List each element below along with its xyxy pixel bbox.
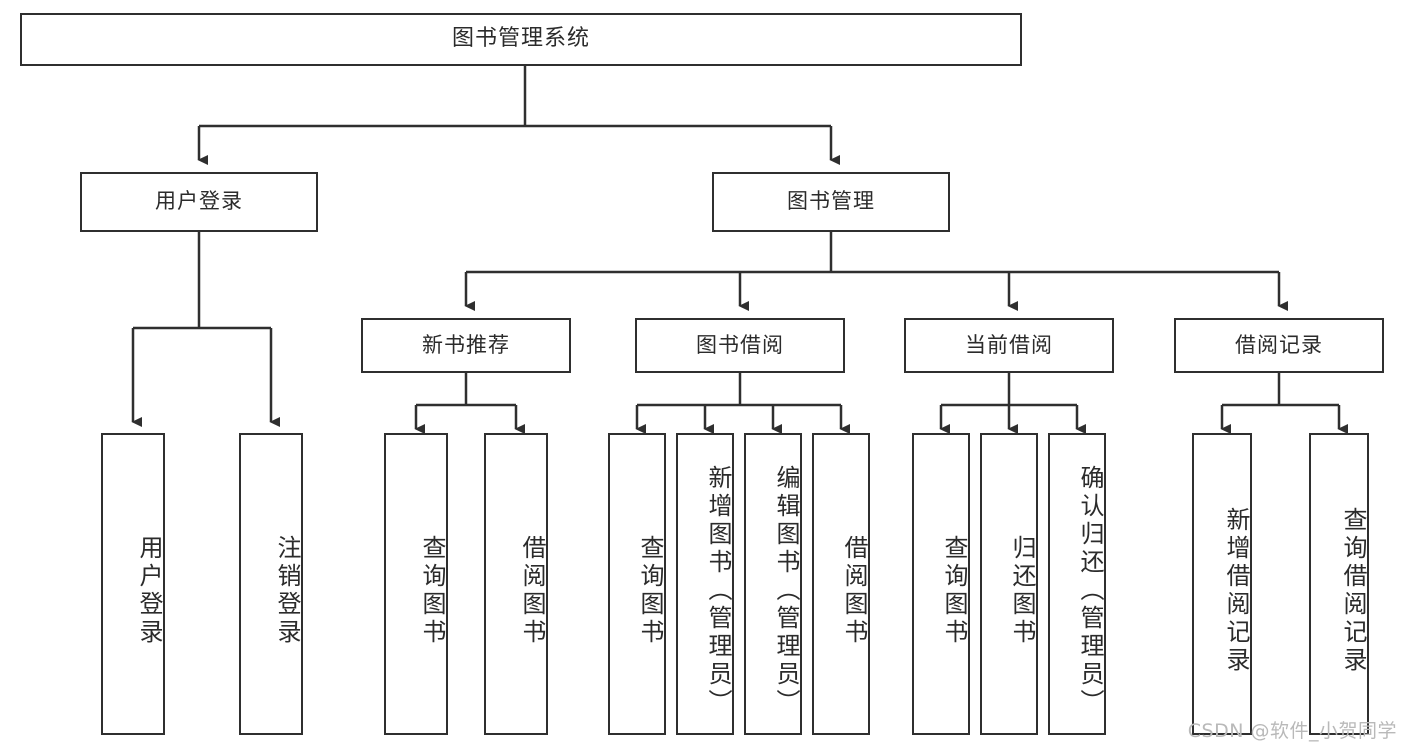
node-label: 确认归还（管理员） bbox=[1076, 465, 1104, 717]
node-user-login[interactable]: 用户登录 bbox=[80, 172, 318, 232]
leaf-record-query-record[interactable]: 查询借阅记录 bbox=[1309, 433, 1369, 735]
leaf-current-query-book[interactable]: 查询图书 bbox=[912, 433, 970, 735]
node-label: 借阅记录 bbox=[1235, 332, 1323, 357]
node-label: 图书管理系统 bbox=[451, 26, 590, 52]
leaf-current-return-book[interactable]: 归还图书 bbox=[980, 433, 1038, 735]
node-label: 借阅图书 bbox=[518, 535, 546, 647]
watermark-text: CSDN @软件_小贺同学 bbox=[1187, 720, 1397, 742]
leaf-recommend-borrow-book[interactable]: 借阅图书 bbox=[484, 433, 548, 735]
node-label: 查询图书 bbox=[418, 535, 446, 647]
leaf-borrow-query-book[interactable]: 查询图书 bbox=[608, 433, 666, 735]
leaf-user-logout[interactable]: 注销登录 bbox=[239, 433, 303, 735]
leaf-borrow-borrow-book[interactable]: 借阅图书 bbox=[812, 433, 870, 735]
node-new-book-recommend[interactable]: 新书推荐 bbox=[361, 318, 571, 373]
node-label: 当前借阅 bbox=[965, 332, 1053, 357]
node-label: 借阅图书 bbox=[840, 535, 868, 647]
node-book-management[interactable]: 图书管理 bbox=[712, 172, 950, 232]
node-label: 新增借阅记录 bbox=[1222, 507, 1250, 675]
node-label: 查询借阅记录 bbox=[1339, 507, 1367, 675]
node-label: 用户登录 bbox=[135, 535, 163, 647]
node-label: 新增图书（管理员） bbox=[704, 465, 732, 717]
leaf-user-login[interactable]: 用户登录 bbox=[101, 433, 165, 735]
node-label: 图书管理 bbox=[787, 189, 875, 214]
leaf-current-confirm-return-admin[interactable]: 确认归还（管理员） bbox=[1048, 433, 1106, 735]
leaf-borrow-add-book-admin[interactable]: 新增图书（管理员） bbox=[676, 433, 734, 735]
node-borrow-record[interactable]: 借阅记录 bbox=[1174, 318, 1384, 373]
leaf-recommend-query-book[interactable]: 查询图书 bbox=[384, 433, 448, 735]
node-current-borrow[interactable]: 当前借阅 bbox=[904, 318, 1114, 373]
node-root-system[interactable]: 图书管理系统 bbox=[20, 13, 1022, 66]
node-book-borrow[interactable]: 图书借阅 bbox=[635, 318, 845, 373]
node-label: 查询图书 bbox=[636, 535, 664, 647]
node-label: 注销登录 bbox=[273, 535, 301, 647]
node-label: 新书推荐 bbox=[422, 332, 510, 357]
leaf-borrow-edit-book-admin[interactable]: 编辑图书（管理员） bbox=[744, 433, 802, 735]
node-label: 用户登录 bbox=[155, 189, 243, 214]
node-label: 查询图书 bbox=[940, 535, 968, 647]
node-label: 图书借阅 bbox=[696, 332, 784, 357]
leaf-record-add-record[interactable]: 新增借阅记录 bbox=[1192, 433, 1252, 735]
node-label: 编辑图书（管理员） bbox=[772, 465, 800, 717]
node-label: 归还图书 bbox=[1008, 535, 1036, 647]
